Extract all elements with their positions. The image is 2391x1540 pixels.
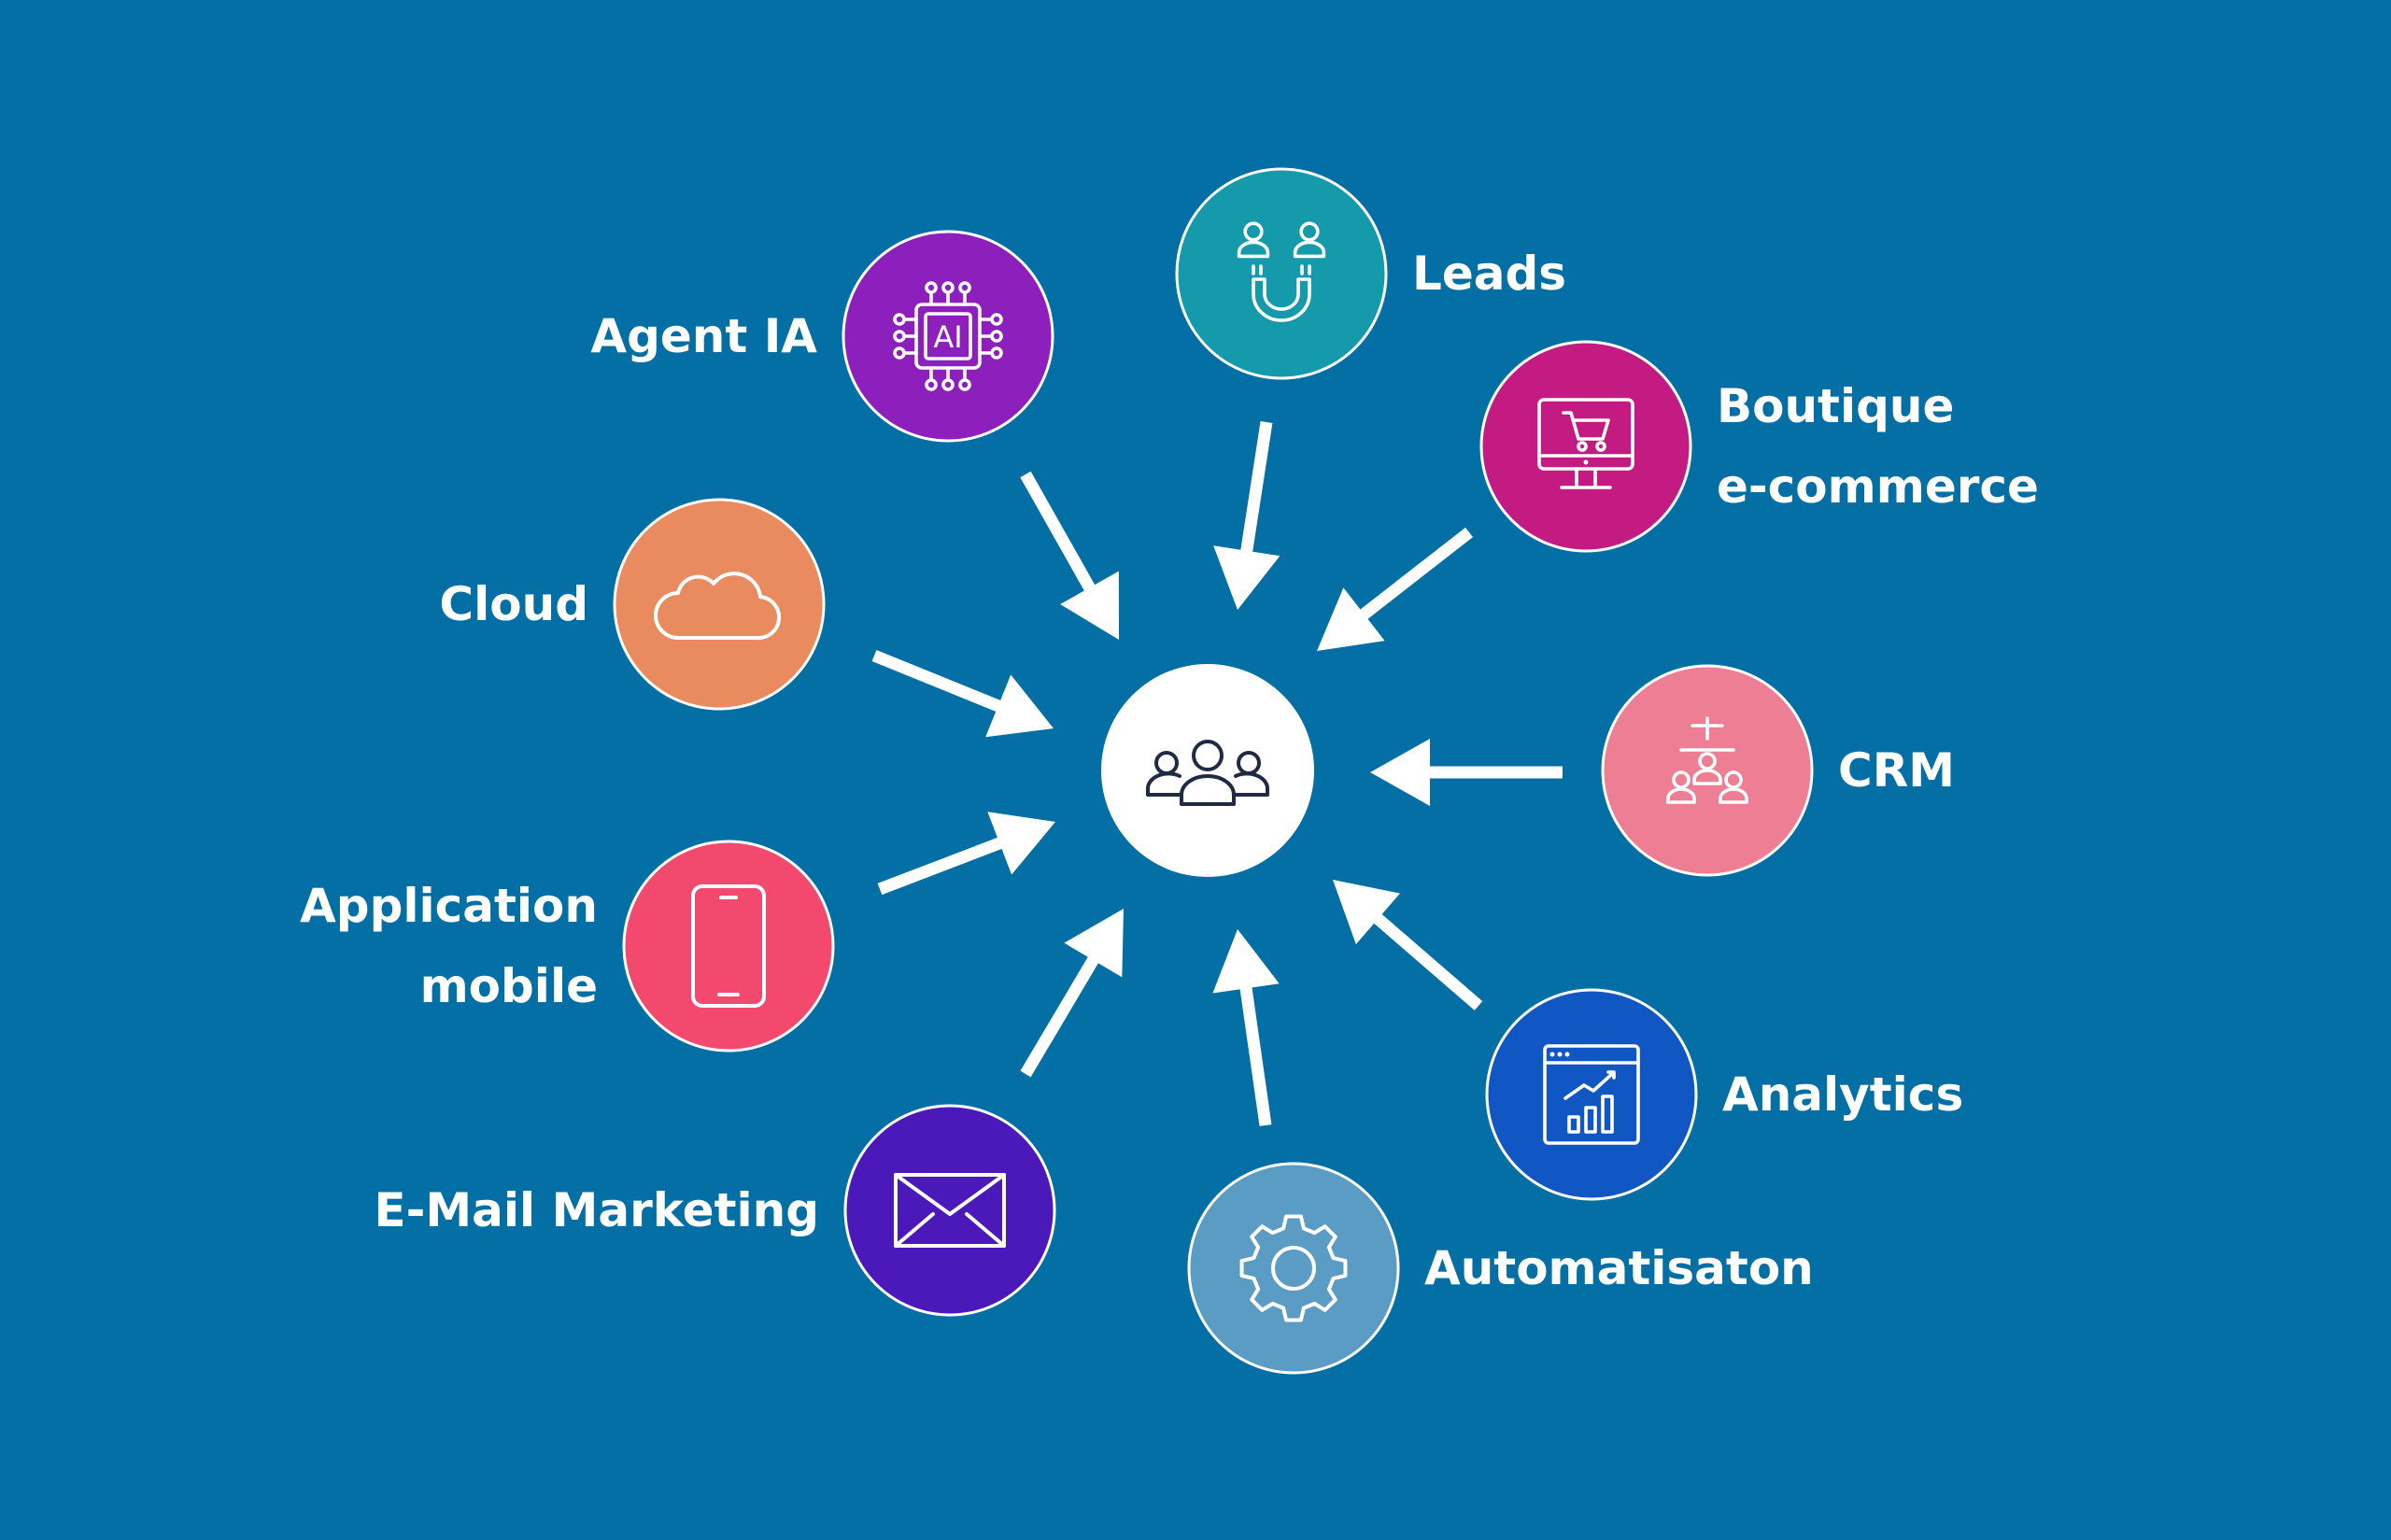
node-crm [1601,664,1814,877]
label-line: Leads [1412,247,1567,301]
label-agent-ia: Agent IA [590,296,817,376]
arrow-email [1020,909,1124,1078]
org-people-icon [1666,716,1748,804]
node-email [843,1104,1056,1317]
label-app-mobile: Application mobile [300,866,598,1026]
arrow-app-mobile [877,812,1055,896]
node-boutique [1479,340,1692,553]
gear-icon [1239,1214,1348,1322]
arrow-analytics [1333,880,1483,1010]
label-analytics: Analytics [1722,1054,1963,1135]
label-line: Cloud [439,577,588,631]
node-analytics [1485,988,1698,1201]
people-group-icon [1146,740,1269,806]
arrow-agent-ia [1020,471,1119,640]
node-app-mobile [622,840,835,1053]
smartphone-icon [691,884,766,1008]
node-automatisation [1187,1162,1400,1375]
arrow-automatisation [1212,929,1280,1126]
node-cloud [613,498,826,711]
label-email: E-Mail Marketing [375,1170,820,1250]
label-leads: Leads [1412,233,1566,314]
ai-chip-icon: AI [893,281,1003,391]
label-line: Boutique [1717,379,1955,433]
arrow-boutique [1317,527,1473,651]
svg-text:AI: AI [933,319,962,355]
node-leads [1175,167,1388,380]
label-line: Analytics [1722,1067,1964,1122]
bar-chart-window-icon [1543,1044,1640,1145]
label-boutique: Boutique e-commerce [1717,366,2039,527]
label-line: E-Mail Marketing [374,1183,820,1237]
label-line: e-commerce [1717,459,2039,514]
arrow-cloud [871,649,1054,738]
envelope-icon [894,1173,1006,1248]
node-agent-ia: AI [842,230,1054,443]
label-line: Automatisaton [1424,1241,1814,1295]
label-cloud: Cloud [439,564,588,644]
label-line: Application [300,879,598,933]
monitor-cart-icon [1537,398,1634,489]
arrow-crm [1370,739,1563,806]
label-line: Agent IA [590,309,817,363]
arrow-leads [1213,421,1280,610]
label-line: CRM [1838,743,1955,798]
label-line: mobile [419,959,598,1013]
people-magnet-icon [1237,221,1326,322]
label-automatisation: Automatisaton [1424,1228,1814,1308]
hub-node [1101,664,1314,877]
cloud-icon [654,572,782,641]
label-crm: CRM [1838,730,1955,811]
